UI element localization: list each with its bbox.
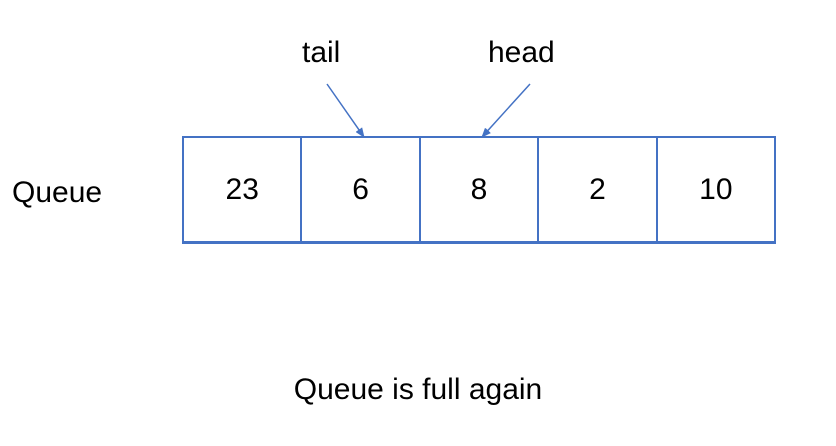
queue-cell: 2 bbox=[539, 138, 658, 241]
tail-pointer-label: tail bbox=[302, 36, 341, 69]
head-pointer-label: head bbox=[488, 36, 555, 69]
tail-pointer-arrow bbox=[326, 83, 365, 138]
head-pointer-arrow bbox=[481, 83, 531, 138]
diagram-caption: Queue is full again bbox=[293, 373, 543, 406]
queue-row-label: Queue bbox=[12, 176, 103, 209]
queue-cell: 6 bbox=[302, 138, 421, 241]
queue-cell: 23 bbox=[184, 138, 303, 241]
queue-array: 23 6 8 2 10 bbox=[182, 136, 776, 244]
queue-cell: 8 bbox=[421, 138, 540, 241]
queue-cell: 10 bbox=[699, 172, 733, 206]
